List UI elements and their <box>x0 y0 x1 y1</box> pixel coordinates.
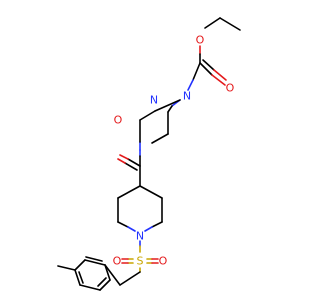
bond-ester-c-o-double-b <box>202 59 215 71</box>
structure-diagram: O O N N O N S O O <box>57 17 241 291</box>
bond-carbamate-c-n <box>192 62 201 81</box>
molecule-canvas: O O N N O N S O O <box>57 17 241 291</box>
bond-amide-c-o-b-red <box>117 158 126 164</box>
bond-carbamate-c-n-blue <box>187 79 194 91</box>
bond-aryl-4 <box>79 284 101 291</box>
bond-aryl-2 <box>74 259 86 271</box>
atom-s-sulfonyl: S <box>137 255 144 268</box>
atom-o-sulfonyl-left: O <box>113 255 122 268</box>
bond-aryl-1 <box>84 259 106 266</box>
bond-ester-c-o-double-b-red <box>213 69 227 81</box>
bond-amide-c-o-a-red <box>119 154 129 160</box>
bond-ester-c-o-double-a-red <box>211 74 226 86</box>
atom-n-piperazine-top: N <box>183 90 191 103</box>
atom-o-ester-ether: O <box>196 34 205 47</box>
bond-aryl-5-inner <box>97 277 107 287</box>
bond-pip-c-top <box>139 110 156 121</box>
bond-pip-n1-c-black <box>167 105 173 113</box>
bond-aryl-3-inner <box>78 271 84 284</box>
bond-pipd-c6-n-blue <box>127 226 136 232</box>
bond-ch2-aryl <box>104 264 121 286</box>
bond-pipd-c6-n <box>117 221 129 228</box>
atom-o-sulfonyl-right: O <box>159 255 168 268</box>
bond-ethyl-ch2-o <box>204 17 221 29</box>
atom-n-piperazine-bottom: N <box>150 94 158 107</box>
bond-s-ch2 <box>119 271 141 286</box>
atom-n-piperidine: N <box>136 230 144 243</box>
bond-aryl-6 <box>104 264 111 281</box>
bond-aryl-methyl <box>57 265 76 271</box>
bond-aryl-5 <box>99 279 111 291</box>
bond-pipd-c4-c3 <box>139 185 163 199</box>
bond-pipd-c4-c5 <box>117 185 141 199</box>
bond-pipd-c2-n-blue <box>144 226 153 232</box>
bond-pip-top-to-n1 <box>154 99 181 112</box>
bond-ethyl-ch3-ch2 <box>219 17 241 31</box>
bond-pip-c-n2 <box>151 133 169 144</box>
bond-aryl-1-inner <box>85 256 103 262</box>
bond-amide-c-o-b <box>124 162 138 171</box>
bond-amide-c-o-a <box>127 158 141 167</box>
bond-aryl-3 <box>74 269 81 286</box>
atom-o-ester-carbonyl: O <box>226 82 235 95</box>
bond-pipd-c2-n <box>151 221 163 228</box>
bond-ester-c-o-double-a <box>199 62 213 76</box>
atom-o-amide: O <box>114 114 123 127</box>
